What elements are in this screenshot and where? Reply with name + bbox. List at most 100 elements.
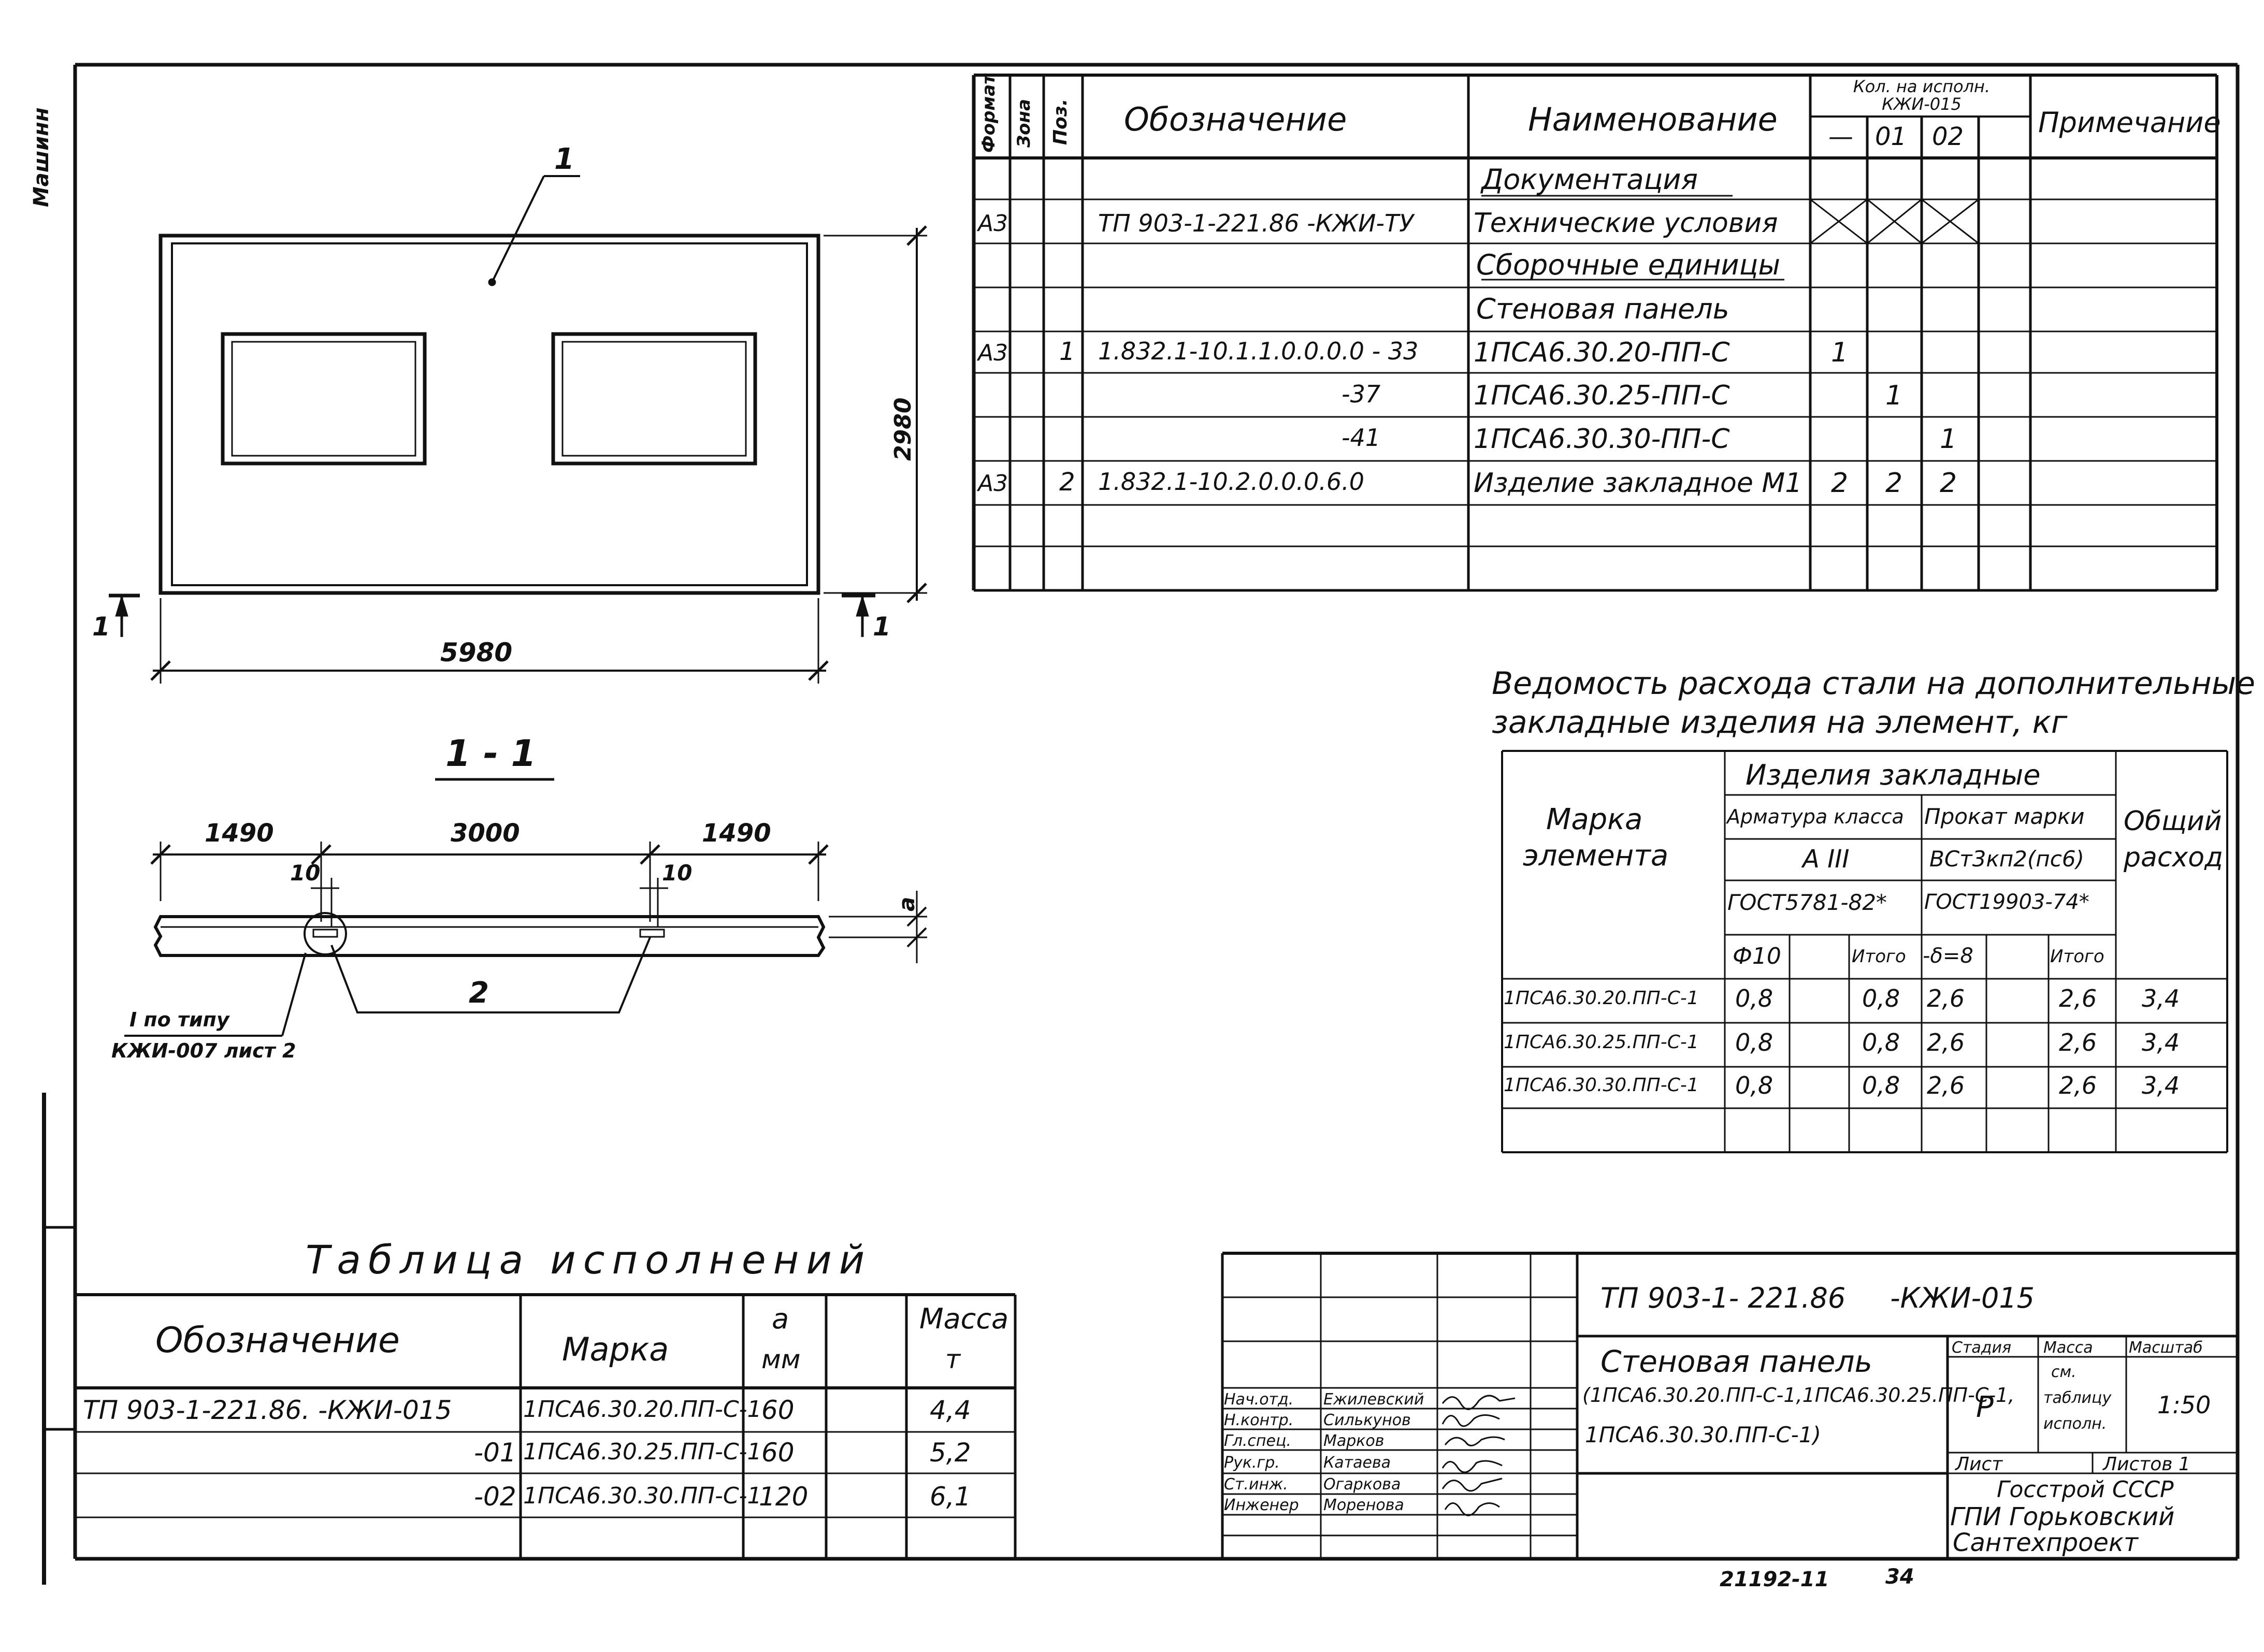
- steel-it2: 2,6: [2059, 1028, 2097, 1056]
- steel-it2: 2,6: [2059, 1071, 2097, 1099]
- variants-h-mass-2: т: [945, 1344, 961, 1374]
- staff-name: Моренова: [1323, 1496, 1404, 1514]
- steel-d10: 0,8: [1735, 1071, 1773, 1099]
- steel-tot: 3,4: [2142, 984, 2180, 1012]
- spec-qty: 2: [1885, 468, 1903, 499]
- staff-name: Ежилевский: [1323, 1390, 1424, 1409]
- staff-role: Гл.спец.: [1224, 1432, 1291, 1450]
- spec-designation: -37: [1342, 380, 1381, 408]
- steel-h-steel: ВСт3кп2(пс6): [1929, 846, 2084, 872]
- spec-name: Сборочные единицы: [1476, 249, 1781, 281]
- variants-h-a-2: мм: [761, 1344, 801, 1374]
- steel-it1: 0,8: [1862, 1071, 1900, 1099]
- steel-it1: 0,8: [1862, 984, 1900, 1012]
- title-block-sheet: Лист: [1955, 1454, 2003, 1475]
- steel-h-mark-2: элемента: [1523, 839, 1669, 873]
- staff-name: Силькунов: [1323, 1411, 1411, 1429]
- staff-role: Нач.отд.: [1224, 1390, 1294, 1409]
- steel-it1: 0,8: [1862, 1028, 1900, 1056]
- title-block-mass-2: таблицу: [2043, 1389, 2112, 1407]
- spec-header-name: Наименование: [1528, 100, 1778, 138]
- steel-d8: 2,6: [1927, 1028, 1965, 1056]
- title-block-mass-1: см.: [2051, 1363, 2076, 1381]
- footer-page: 34: [1885, 1565, 1914, 1589]
- footer-number: 21192-11: [1720, 1568, 1829, 1591]
- variants-designation: -02: [474, 1482, 516, 1512]
- steel-mark: 1ПСА6.30.25.ПП-С-1: [1504, 1032, 1699, 1053]
- variants-a: 60: [761, 1395, 795, 1425]
- spec-format: А3: [978, 340, 1008, 366]
- variants-mark: 1ПСА6.30.30.ПП-С-1: [523, 1483, 762, 1509]
- title-block-name-1: Стеновая панель: [1600, 1344, 1872, 1379]
- variants-a: 60: [761, 1438, 795, 1468]
- variants-h-a-1: а: [772, 1302, 789, 1335]
- staff-name: Марков: [1323, 1432, 1385, 1450]
- steel-h-gost2: ГОСТ19903-74*: [1924, 890, 2089, 914]
- spec-designation: ТП 903-1-221.86 -КЖИ-ТУ: [1098, 209, 1414, 237]
- variants-designation: ТП 903-1-221.86. -КЖИ-015: [83, 1395, 452, 1425]
- section-mark-left: 1: [92, 612, 110, 642]
- steel-h-itogo1: Итого: [1852, 946, 1906, 967]
- title-block-h-mass: Масса: [2043, 1339, 2093, 1357]
- variants-mass: 5,2: [930, 1438, 971, 1468]
- staff-role: Н.контр.: [1224, 1411, 1294, 1429]
- spec-format: А3: [978, 470, 1008, 497]
- steel-d10: 0,8: [1735, 984, 1773, 1012]
- steel-h-embedded: Изделия закладные: [1746, 759, 2041, 791]
- steel-h-mark-1: Марка: [1546, 803, 1643, 836]
- dim-1490-left: 1490: [205, 819, 274, 848]
- title-block-scale: 1:50: [2157, 1391, 2211, 1419]
- steel-h-d10: Ф10: [1733, 943, 1781, 969]
- width-dimension: 5980: [440, 637, 513, 668]
- node-note-line-2: КЖИ-007 лист 2: [111, 1039, 296, 1062]
- variants-mass: 4,4: [930, 1395, 971, 1425]
- variants-h-designation: Обозначение: [155, 1320, 400, 1361]
- spec-name: 1ПСА6.30.25-ПП-С: [1474, 380, 1730, 411]
- title-block-h-stage: Стадия: [1952, 1339, 2012, 1357]
- staff-role: Инженер: [1224, 1496, 1299, 1514]
- variants-h-mark: Марка: [562, 1330, 669, 1368]
- node-note-line-1: I по типу: [129, 1008, 229, 1031]
- steel-h-total-1: Общий: [2124, 806, 2222, 837]
- spec-name: 1ПСА6.30.30-ПП-С: [1474, 424, 1730, 455]
- title-block-org-2: ГПИ Горьковский: [1950, 1502, 2175, 1531]
- spec-qty: 1: [1940, 424, 1957, 455]
- dim-1490-right: 1490: [702, 819, 771, 848]
- spec-qty: 2: [1940, 468, 1957, 499]
- steel-title-2: закладные изделия на элемент, кг: [1492, 704, 2068, 741]
- title-block-mass-3: исполн.: [2043, 1415, 2107, 1433]
- spec-pos: 1: [1059, 337, 1075, 366]
- steel-it2: 2,6: [2059, 984, 2097, 1012]
- steel-h-total-2: расход: [2124, 842, 2224, 873]
- section-mark-right: 1: [873, 612, 891, 642]
- staff-name: Катаева: [1323, 1454, 1391, 1472]
- spec-header-note: Примечание: [2038, 106, 2221, 139]
- variants-designation: -01: [474, 1438, 516, 1468]
- steel-tot: 3,4: [2142, 1028, 2180, 1056]
- title-block-org-1: Госстрой СССР: [1997, 1476, 2174, 1503]
- variants-h-mass-1: Масса: [919, 1302, 1009, 1335]
- spec-header-qty-0: —: [1828, 122, 1853, 151]
- dim-10-left: 10: [290, 860, 321, 886]
- steel-tot: 3,4: [2142, 1071, 2180, 1099]
- steel-h-itogo2: Итого: [2050, 946, 2104, 967]
- leader-2-label: 2: [469, 976, 489, 1010]
- title-block-org-3: Сантехпроект: [1953, 1528, 2138, 1557]
- leader-1-label: 1: [554, 142, 574, 176]
- steel-mark: 1ПСА6.30.30.ПП-С-1: [1504, 1075, 1699, 1096]
- variants-mass: 6,1: [930, 1482, 971, 1512]
- spec-header-qty-2: 02: [1932, 122, 1964, 151]
- spec-header-designation: Обозначение: [1124, 100, 1347, 138]
- steel-title-1: Ведомость расхода стали на дополнительны…: [1492, 665, 2255, 702]
- title-block-name-3: 1ПСА6.30.30.ПП-С-1): [1585, 1422, 1821, 1447]
- spec-pos: 2: [1059, 468, 1075, 497]
- variants-mark: 1ПСА6.30.20.ПП-С-1: [523, 1396, 762, 1423]
- dim-3000: 3000: [451, 819, 520, 848]
- variants-mark: 1ПСА6.30.25.ПП-С-1: [523, 1439, 762, 1465]
- steel-h-gost1: ГОСТ5781-82*: [1727, 890, 1887, 915]
- spec-designation: -41: [1342, 424, 1381, 452]
- steel-h-rebar: Арматура класса: [1727, 805, 1904, 828]
- variants-title: Таблица исполнений: [306, 1237, 872, 1283]
